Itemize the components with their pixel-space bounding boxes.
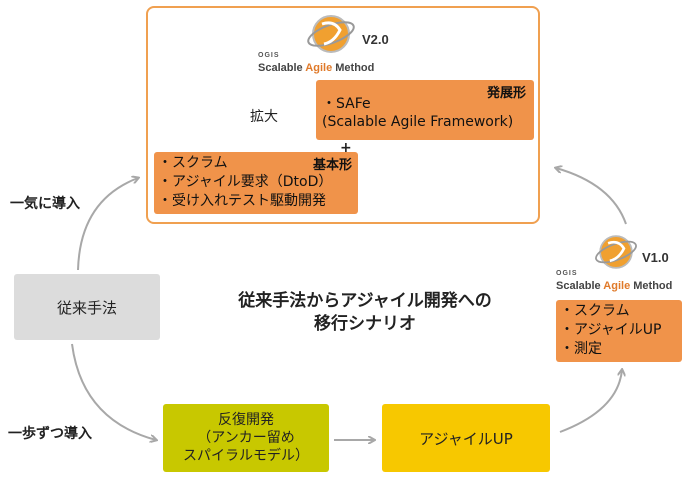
- v1-box: ・スクラム ・アジャイルUP ・測定: [556, 300, 682, 362]
- sam-logo-v1: [590, 232, 646, 276]
- diagram-title-line-1: 従来手法からアジャイル開発への: [238, 291, 492, 311]
- basic-line-1: ・スクラム: [158, 155, 228, 171]
- logo-word-agile: Agile: [603, 280, 631, 292]
- advanced-box-title: 発展形: [486, 86, 526, 101]
- basic-box: 基本形 ・スクラム ・アジャイル要求（DtoD） ・受け入れテスト駆動開発: [154, 152, 358, 214]
- logo-word-method: Method: [630, 280, 673, 292]
- iterative-dev-box: 反復開発 （アンカー留め スパイラルモデル）: [163, 404, 329, 472]
- basic-box-title: 基本形: [312, 158, 352, 173]
- advanced-line-2: (Scalable Agile Framework): [322, 114, 514, 130]
- version-v2: V2.0: [362, 32, 389, 47]
- label-all-at-once: 一気に導入: [10, 196, 80, 212]
- v1-line-2: ・アジャイルUP: [560, 322, 662, 338]
- diagram-title: 従来手法からアジャイル開発への 移行シナリオ: [200, 290, 530, 336]
- advanced-line-1: ・SAFe: [322, 96, 371, 112]
- logo-word-agile: Agile: [305, 62, 333, 74]
- logo-main-v1: Scalable Agile Method: [556, 280, 672, 292]
- arrow-v1-to-v2: [556, 168, 627, 225]
- v1-line-3: ・測定: [560, 341, 602, 357]
- advanced-box: 発展形 ・SAFe (Scalable Agile Framework): [316, 80, 534, 140]
- v1-line-1: ・スクラム: [560, 303, 630, 319]
- logo-small-v1: OGIS: [556, 270, 578, 277]
- legacy-method-box: 従来手法: [14, 274, 160, 340]
- sam-globe-icon: [307, 15, 355, 53]
- logo-small-v2: OGIS: [258, 52, 280, 59]
- arrow-legacy-to-v2: [77, 178, 138, 271]
- logo-word-scalable: Scalable: [258, 62, 306, 74]
- iterative-line-2: （アンカー留め: [197, 430, 295, 446]
- expand-label: 拡大: [250, 109, 278, 125]
- arrow-agileup-to-v1: [559, 370, 622, 433]
- iterative-line-3: スパイラルモデル）: [183, 448, 309, 464]
- iterative-line-1: 反復開発: [218, 412, 274, 428]
- agile-up-box: アジャイルUP: [382, 404, 550, 472]
- arrow-legacy-to-iterative: [71, 343, 156, 440]
- logo-word-method: Method: [332, 62, 375, 74]
- label-step-by-step: 一歩ずつ導入: [8, 426, 92, 442]
- logo-word-scalable: Scalable: [556, 280, 604, 292]
- sam-logo-v2: [300, 12, 360, 60]
- plus-sign: +: [340, 140, 352, 156]
- basic-line-3: ・受け入れテスト駆動開発: [158, 193, 326, 209]
- basic-line-2: ・アジャイル要求（DtoD）: [158, 174, 333, 190]
- diagram-title-line-2: 移行シナリオ: [314, 314, 416, 334]
- logo-main-v2: Scalable Agile Method: [258, 62, 374, 74]
- version-v1: V1.0: [642, 250, 669, 265]
- sam-globe-icon: [595, 235, 637, 269]
